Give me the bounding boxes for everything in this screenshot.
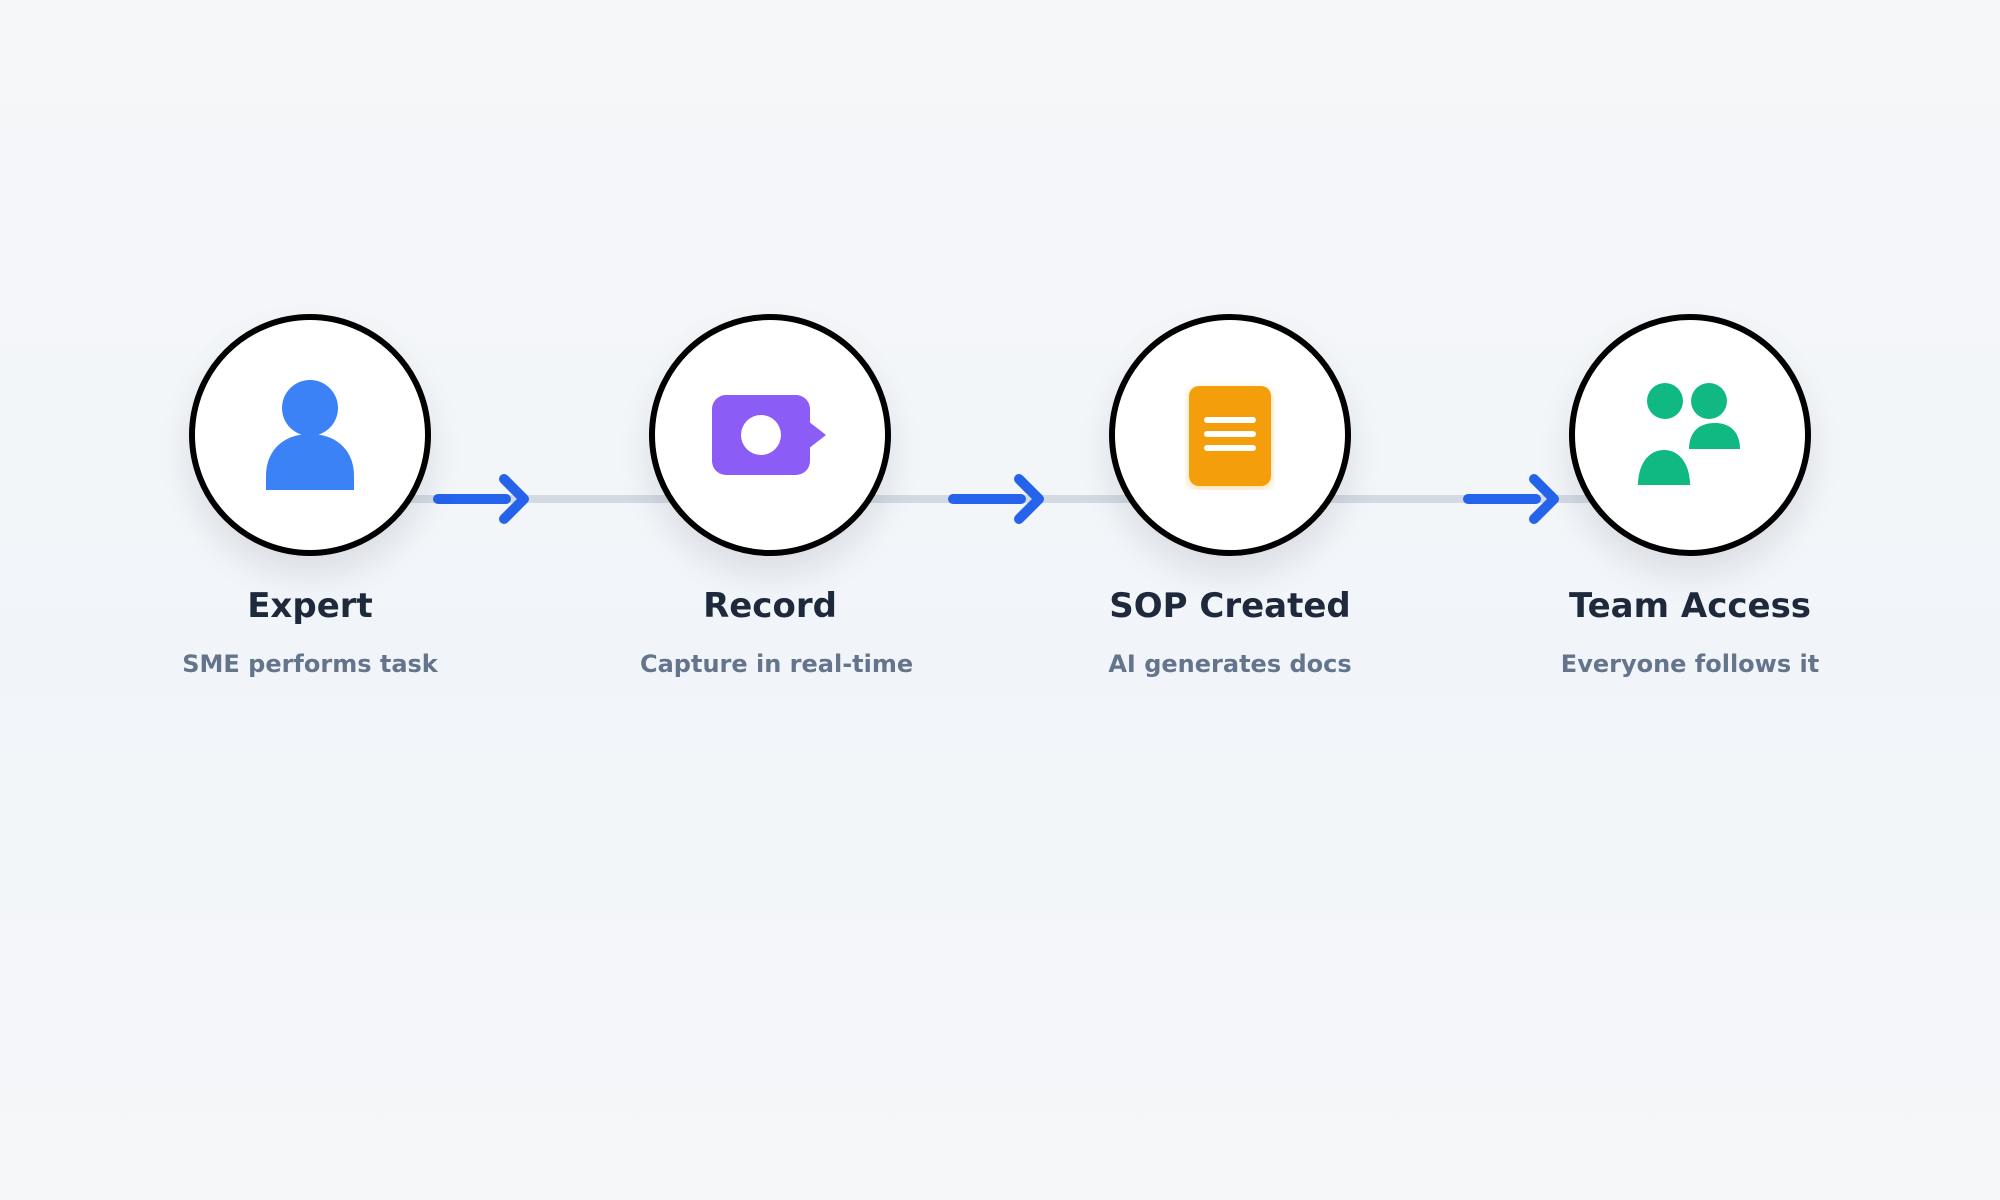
step-record: Record Capture in real-time (640, 314, 914, 680)
person-icon (266, 380, 354, 490)
step-title: Record (703, 586, 837, 626)
step-expert: Expert SME performs task (180, 314, 440, 680)
step-title: Expert (247, 586, 373, 626)
step-sop-created: SOP Created AI generates docs (1100, 314, 1360, 680)
document-icon (1189, 386, 1271, 486)
step-description: AI generates docs (1108, 650, 1352, 678)
arrow-right-icon (1463, 474, 1559, 524)
step-circle (1569, 314, 1811, 556)
arrow-right-icon (433, 474, 529, 524)
arrow-right-icon (948, 474, 1044, 524)
step-description: Capture in real-time (640, 650, 914, 678)
step-title: Team Access (1568, 586, 1812, 626)
step-circle (649, 314, 891, 556)
step-description: Everyone follows it (1560, 650, 1820, 678)
step-team-access: Team Access Everyone follows it (1560, 314, 1820, 680)
step-circle (1109, 314, 1351, 556)
video-camera-icon (712, 395, 826, 475)
connector-line-1 (400, 495, 690, 503)
step-circle (189, 314, 431, 556)
step-title: SOP Created (1109, 586, 1351, 626)
step-description: SME performs task (182, 650, 438, 678)
team-icon (1638, 383, 1740, 485)
